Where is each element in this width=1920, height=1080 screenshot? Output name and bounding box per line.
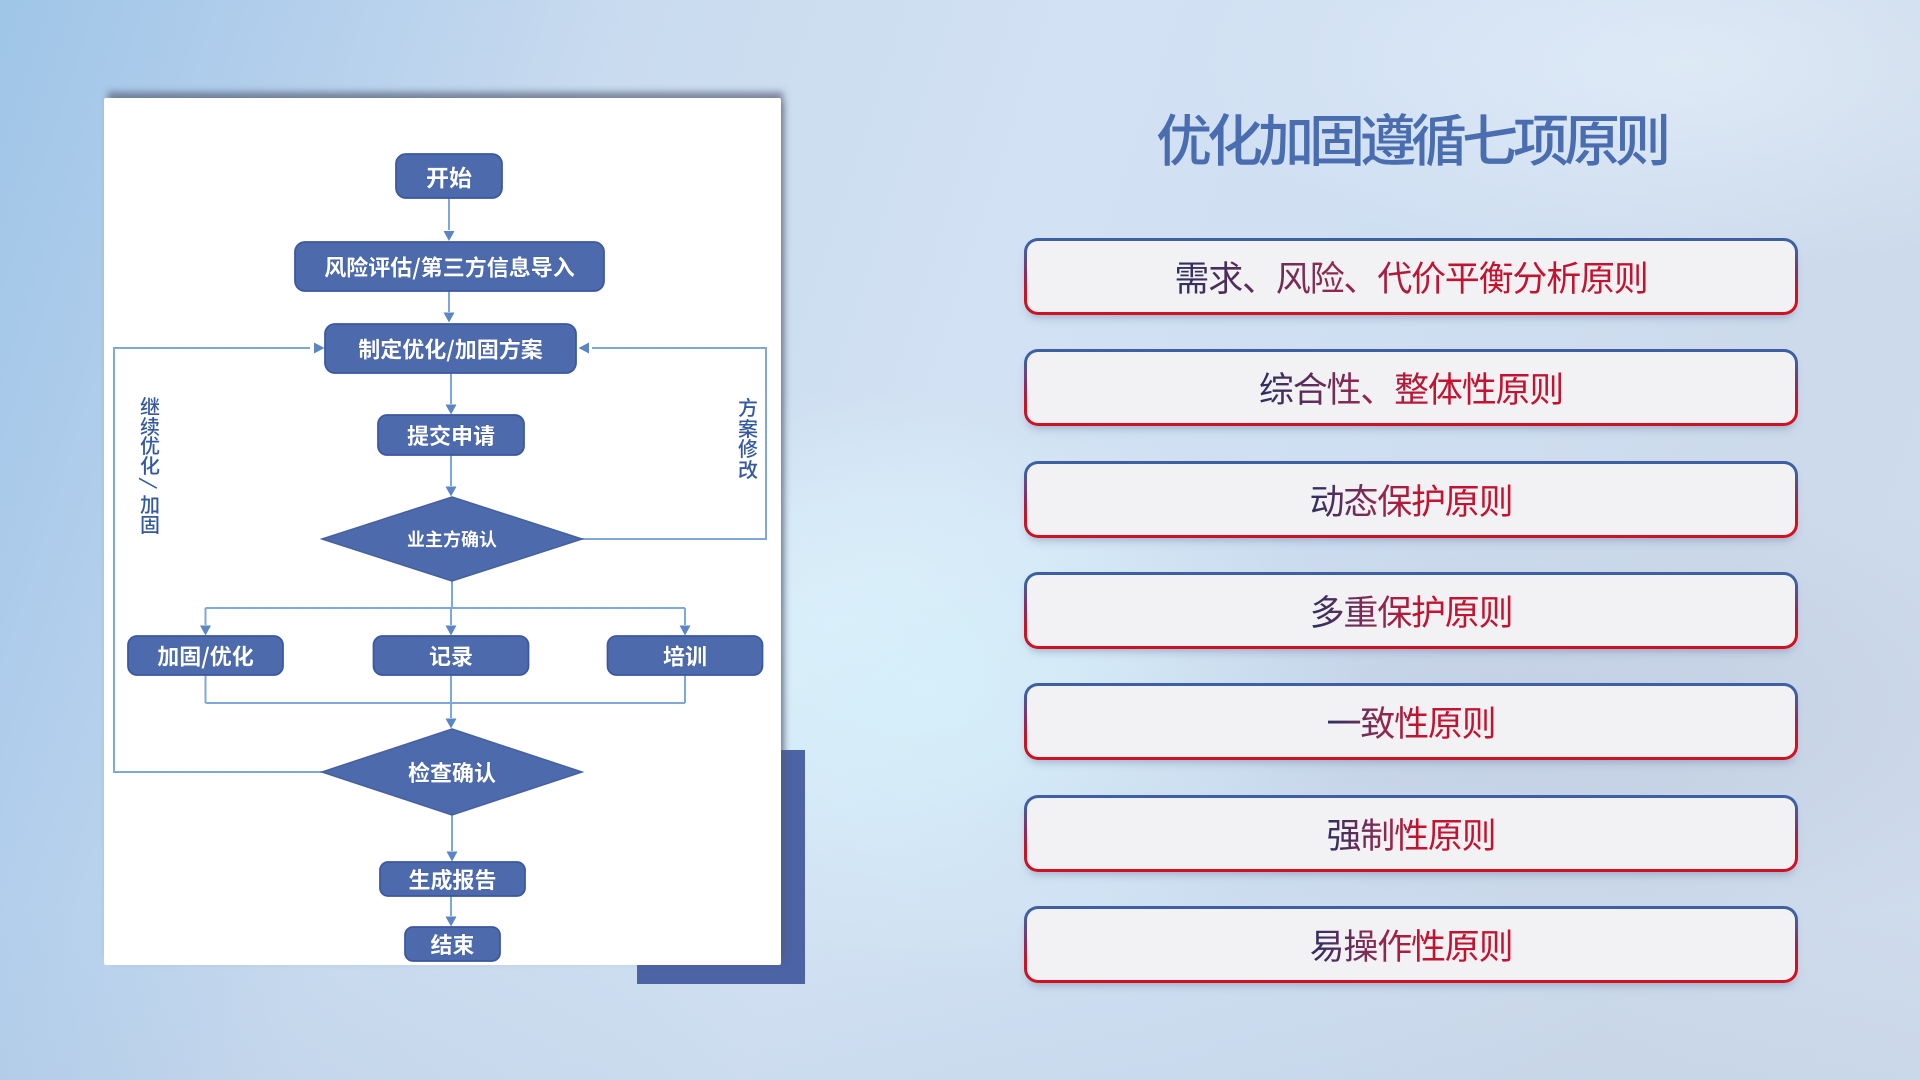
svg-text:风险评估/第三方信息导入: 风险评估/第三方信息导入 (324, 251, 575, 283)
svg-text:加固/优化: 加固/优化 (157, 640, 254, 672)
svg-text:开始: 开始 (426, 159, 472, 193)
svg-text:检查确认: 检查确认 (408, 756, 496, 788)
svg-text:业主方确认: 业主方确认 (407, 526, 497, 552)
svg-text:结束: 结束 (430, 928, 474, 960)
svg-text:制定优化/加固方案: 制定优化/加固方案 (358, 333, 543, 365)
svg-text:培训: 培训 (663, 640, 707, 672)
svg-text:生成报告: 生成报告 (408, 863, 496, 895)
svg-text:提交申请: 提交申请 (407, 419, 495, 451)
svg-text:记录: 记录 (429, 640, 473, 672)
